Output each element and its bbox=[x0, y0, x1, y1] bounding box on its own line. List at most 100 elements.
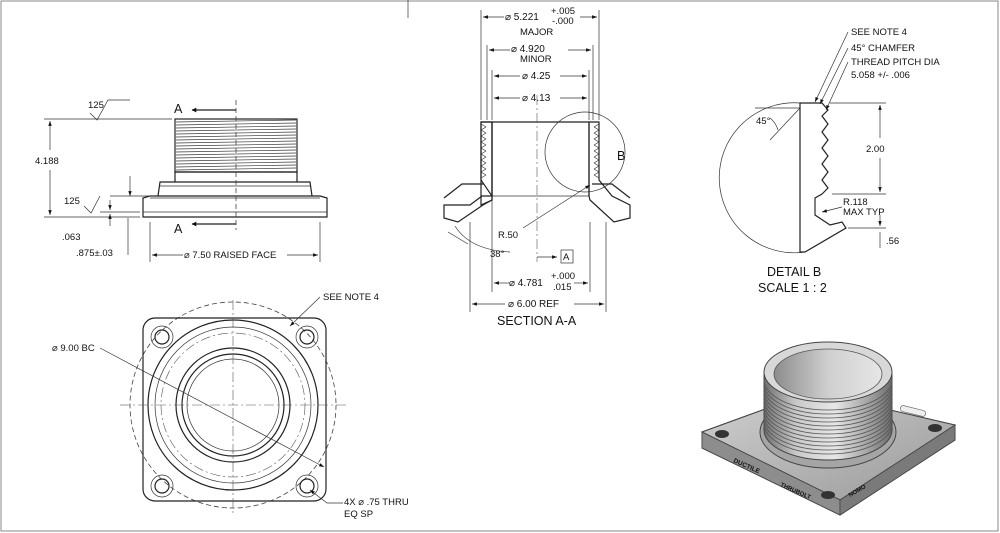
thread-line bbox=[593, 138, 600, 143]
flange-thickness-dim: .063 bbox=[62, 232, 81, 243]
thread-ridge bbox=[763, 423, 893, 455]
thread-line bbox=[480, 150, 487, 155]
detail-note-2: 45° CHAMFER bbox=[851, 43, 915, 54]
thread-line bbox=[593, 156, 600, 161]
iso-threads bbox=[763, 379, 893, 455]
thread-line bbox=[480, 126, 487, 131]
thread-line bbox=[480, 162, 487, 167]
thread-ridge bbox=[763, 411, 893, 443]
thread-line bbox=[480, 141, 487, 146]
thread-line bbox=[593, 150, 600, 155]
thread-line bbox=[593, 153, 600, 158]
pilot-tol-upper: +.000 bbox=[551, 271, 575, 282]
thread-ridge bbox=[763, 383, 893, 415]
holes-note-1: 4X ⌀ .75 THRU bbox=[344, 497, 409, 508]
thread-line bbox=[480, 159, 487, 164]
detail-angle: 45° bbox=[756, 116, 771, 127]
thread-line bbox=[480, 138, 487, 143]
thread-ridge bbox=[763, 399, 893, 431]
thread-line bbox=[593, 147, 600, 152]
thread-line bbox=[593, 144, 600, 149]
angle-arc bbox=[454, 225, 511, 253]
major-dim: ⌀ 5.221 bbox=[505, 12, 539, 23]
thread-line bbox=[480, 147, 487, 152]
detail-radius-note-2: MAX TYP bbox=[843, 207, 885, 218]
thread-line bbox=[593, 123, 600, 128]
thread-line bbox=[175, 161, 297, 165]
thread-line bbox=[593, 129, 600, 134]
section-letter-top: A bbox=[174, 102, 183, 116]
raised-height-dim: .875±.03 bbox=[76, 248, 113, 259]
finish-top: 125 bbox=[88, 100, 104, 111]
raised-face-dim: ⌀ 7.50 RAISED FACE bbox=[184, 250, 276, 261]
thread-line bbox=[593, 174, 600, 179]
section-letter-bottom: A bbox=[174, 222, 183, 236]
thread-line bbox=[175, 137, 297, 141]
detail-note-1: SEE NOTE 4 bbox=[851, 27, 907, 38]
angle-dim: 38° bbox=[490, 249, 505, 260]
detail-radius-note: R.118 bbox=[843, 197, 868, 208]
detail-b-circle bbox=[544, 111, 626, 193]
section-view-threads bbox=[480, 123, 600, 179]
pilot-dim: ⌀ 4.781 bbox=[509, 278, 543, 289]
thread-line bbox=[480, 165, 487, 170]
thread-line bbox=[480, 168, 487, 173]
detail-title: DETAIL B bbox=[767, 265, 821, 279]
isometric-view: DUCTILE THRUBOLT NOMO bbox=[700, 341, 957, 516]
thread-line bbox=[480, 135, 487, 140]
thread-line bbox=[480, 171, 487, 176]
detail-depth-dim: .56 bbox=[886, 236, 899, 247]
finish-bottom: 125 bbox=[64, 196, 80, 207]
thread-line bbox=[480, 144, 487, 149]
bore1-dim: ⌀ 4.25 bbox=[522, 71, 551, 82]
minor-label: MINOR bbox=[520, 54, 552, 65]
front-view: A A 125 125 4.188 .063 .875±.03 ⌀ 7.50 R… bbox=[35, 99, 328, 262]
detail-scale: SCALE 1 : 2 bbox=[758, 281, 827, 295]
section-view: B ⌀ 5.221 +.005 -.000 MAJOR ⌀ 4.920 MINO… bbox=[443, 6, 631, 328]
thread-ridge bbox=[763, 379, 893, 411]
thread-ridge bbox=[763, 403, 893, 435]
detail-callout: B bbox=[617, 149, 625, 163]
detail-view: 45° SEE NOTE 4 45° CHAMFER THREAD PITCH … bbox=[718, 27, 940, 295]
major-label: MAJOR bbox=[520, 27, 553, 38]
detail-note-4: 5.058 +/- .006 bbox=[851, 70, 910, 81]
section-title: SECTION A-A bbox=[497, 314, 577, 328]
thread-ridge bbox=[763, 407, 893, 439]
thread-line bbox=[480, 156, 487, 161]
pilot-tol-lower: .015 bbox=[553, 282, 572, 293]
thread-line bbox=[480, 129, 487, 134]
detail-wall bbox=[799, 102, 847, 253]
detail-length-dim: 2.00 bbox=[866, 144, 885, 155]
thread-ridge bbox=[763, 391, 893, 423]
thread-line bbox=[593, 132, 600, 137]
thread-line bbox=[593, 168, 600, 173]
surface-finish-symbol-top bbox=[89, 99, 130, 121]
thread-line bbox=[593, 135, 600, 140]
minor-dim: ⌀ 4.920 bbox=[511, 44, 545, 55]
detail-boundary bbox=[718, 102, 806, 254]
thread-ridge bbox=[763, 387, 893, 419]
ref-dim: ⌀ 6.00 REF bbox=[508, 299, 559, 310]
flange-square bbox=[142, 317, 327, 502]
thread-line bbox=[480, 132, 487, 137]
bolt-circle-dim: ⌀ 9.00 BC bbox=[52, 343, 95, 354]
thread-line bbox=[593, 162, 600, 167]
thread-line bbox=[480, 174, 487, 179]
thread-ridge bbox=[763, 395, 893, 427]
major-tol-lower: -.000 bbox=[552, 16, 574, 27]
height-dim: 4.188 bbox=[35, 156, 59, 167]
top-view: ⌀ 9.00 BC SEE NOTE 4 4X ⌀ .75 THRU EQ SP bbox=[52, 292, 409, 520]
bolt-holes bbox=[150, 325, 319, 498]
datum-label: A bbox=[563, 252, 570, 263]
detail-note-3: THREAD PITCH DIA bbox=[851, 57, 940, 68]
thread-line bbox=[593, 171, 600, 176]
thread-ridge bbox=[763, 419, 893, 451]
surface-finish-symbol-bottom bbox=[83, 195, 101, 214]
thread-line bbox=[593, 141, 600, 146]
thread-line bbox=[593, 159, 600, 164]
thread-line bbox=[175, 128, 297, 132]
holes-note-2: EQ SP bbox=[344, 509, 373, 520]
thread-line bbox=[593, 165, 600, 170]
